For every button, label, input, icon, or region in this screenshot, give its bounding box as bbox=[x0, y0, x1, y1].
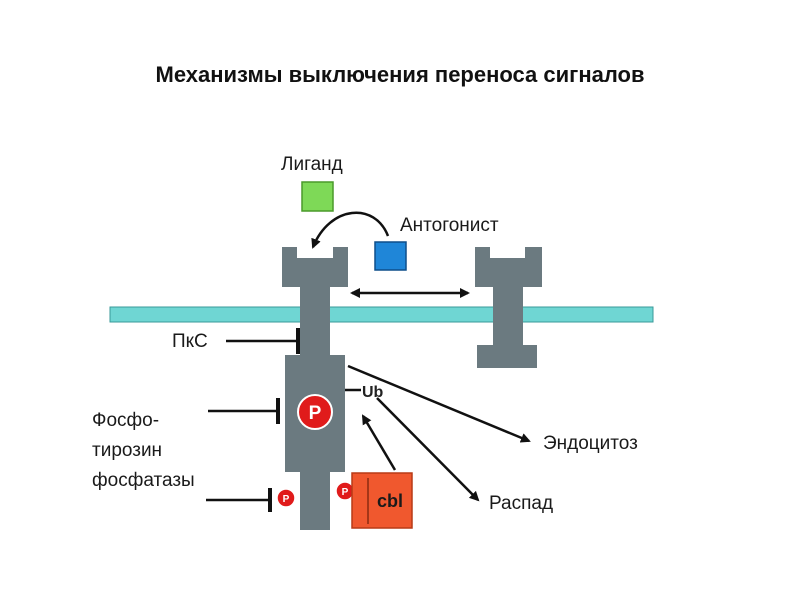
competition-arrow bbox=[311, 211, 390, 249]
phosphate-large-label: P bbox=[309, 403, 322, 424]
endocytosis-arrow bbox=[347, 364, 531, 443]
pkc-label: ПкС bbox=[172, 331, 208, 352]
phosphate-large bbox=[297, 394, 333, 430]
slide-title: Механизмы выключения переноса сигналов bbox=[155, 62, 645, 87]
phosphate-small-right-label: P bbox=[342, 487, 349, 498]
degradation-label: Распад bbox=[489, 493, 553, 514]
cbl-box bbox=[351, 472, 413, 529]
phosphatase-label-line3: фосфатазы bbox=[92, 470, 195, 491]
ubiquitin-label: Ub bbox=[362, 384, 384, 401]
antagonist-label: Антогонист bbox=[400, 215, 499, 236]
cbl-to-ub-arrow bbox=[361, 414, 397, 471]
phosphatase-label-line1: Фосфо- bbox=[92, 410, 159, 431]
antagonist-square bbox=[374, 241, 407, 271]
ligand-square bbox=[301, 181, 334, 212]
receptor-secondary bbox=[475, 247, 542, 368]
degradation-arrow bbox=[376, 397, 480, 502]
cell-membrane bbox=[109, 306, 654, 323]
phosphate-small-left-label: P bbox=[283, 494, 290, 505]
cbl-label: cbl bbox=[377, 491, 403, 511]
phosphatase-label-line2: тирозин bbox=[92, 440, 162, 461]
receptor-main bbox=[282, 247, 348, 530]
phosphate-small-left bbox=[276, 488, 296, 508]
ligand-label: Лиганд bbox=[281, 154, 343, 175]
endocytosis-label: Эндоцитоз bbox=[543, 433, 638, 454]
